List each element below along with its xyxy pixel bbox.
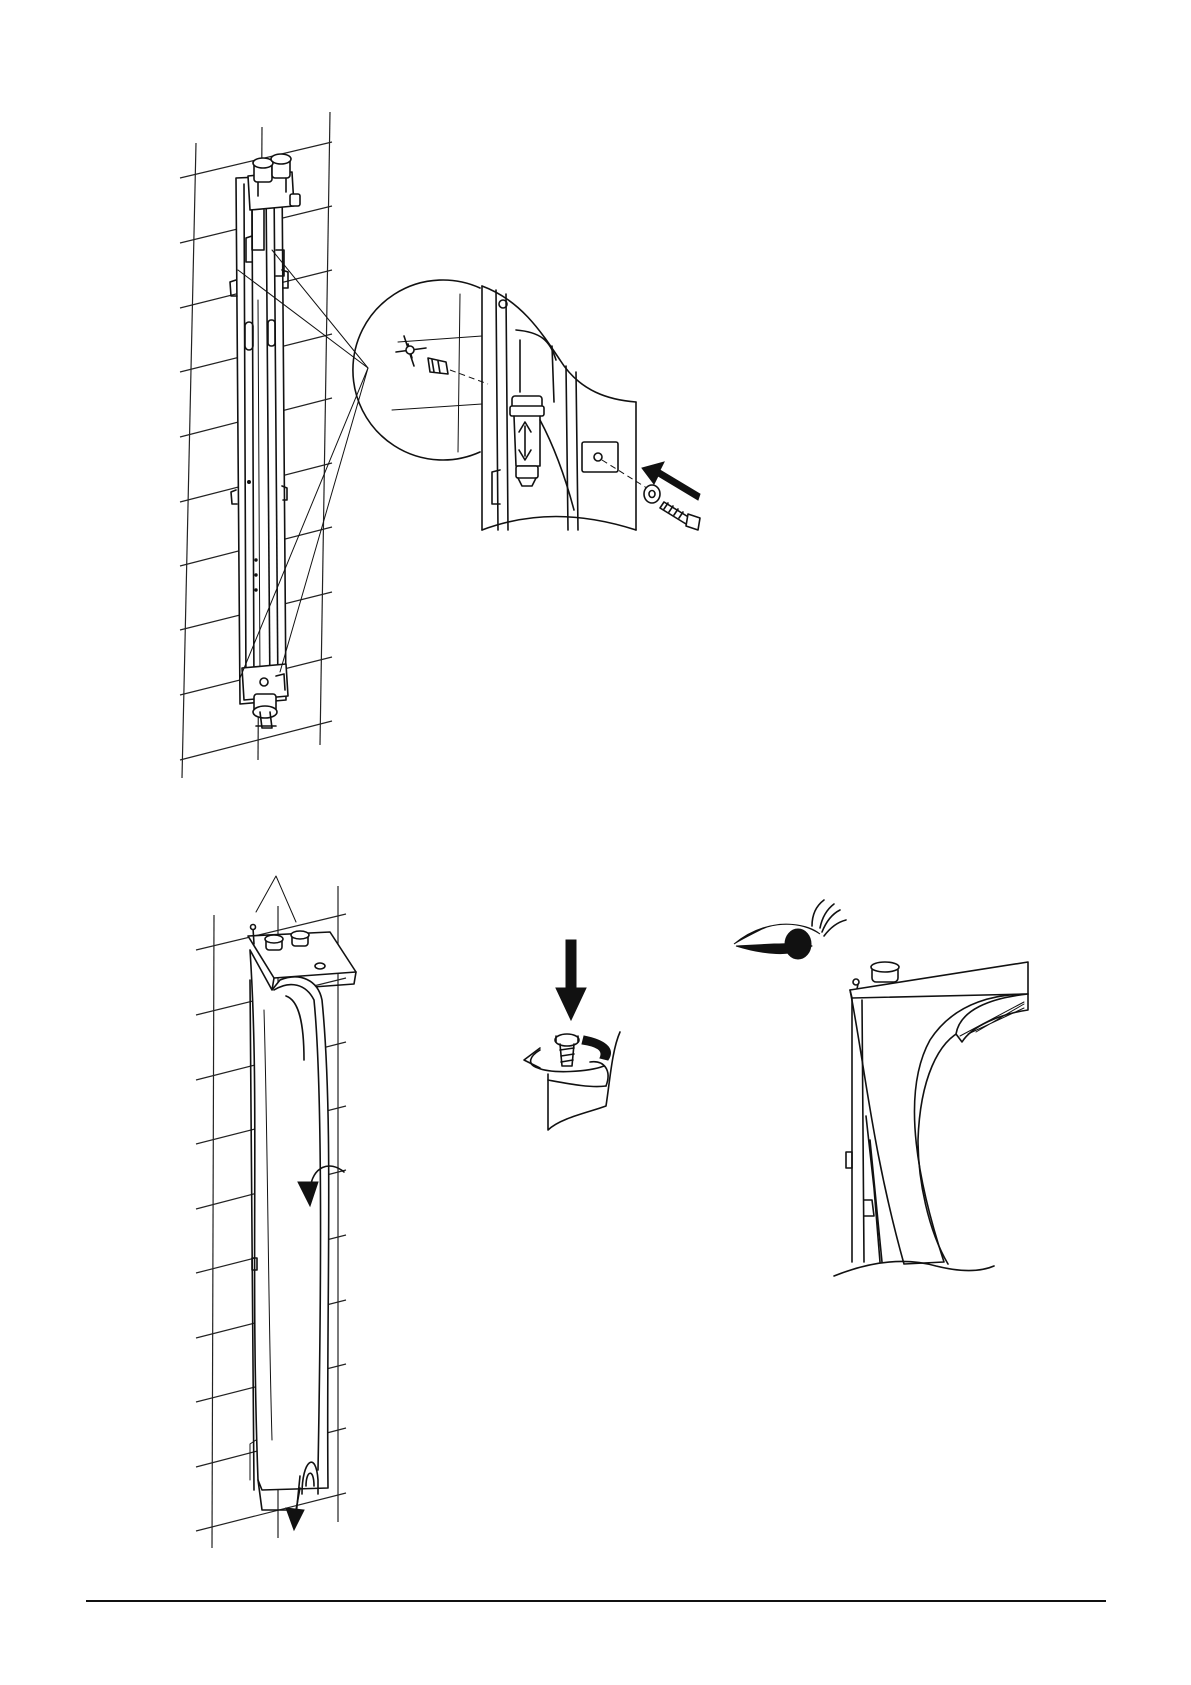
press-down-arrow-icon	[556, 940, 586, 1020]
step-1-detail-callout	[353, 280, 700, 530]
pointer-vee	[256, 876, 296, 922]
shower-head-detail	[834, 962, 1028, 1276]
step-2-cover-fitting	[196, 876, 356, 1548]
rail-detail	[492, 290, 618, 530]
shower-cover-body	[248, 925, 356, 1531]
step-3-visual-check	[734, 900, 1028, 1276]
bottom-valve-assembly	[242, 664, 288, 728]
step-2-detail-screw	[524, 940, 620, 1130]
eye-icon	[734, 900, 846, 959]
shower-rail-frame	[230, 176, 288, 704]
footer-rule	[86, 1600, 1106, 1602]
step-1-rail-mounting	[180, 112, 368, 778]
wall-plug	[428, 358, 488, 384]
